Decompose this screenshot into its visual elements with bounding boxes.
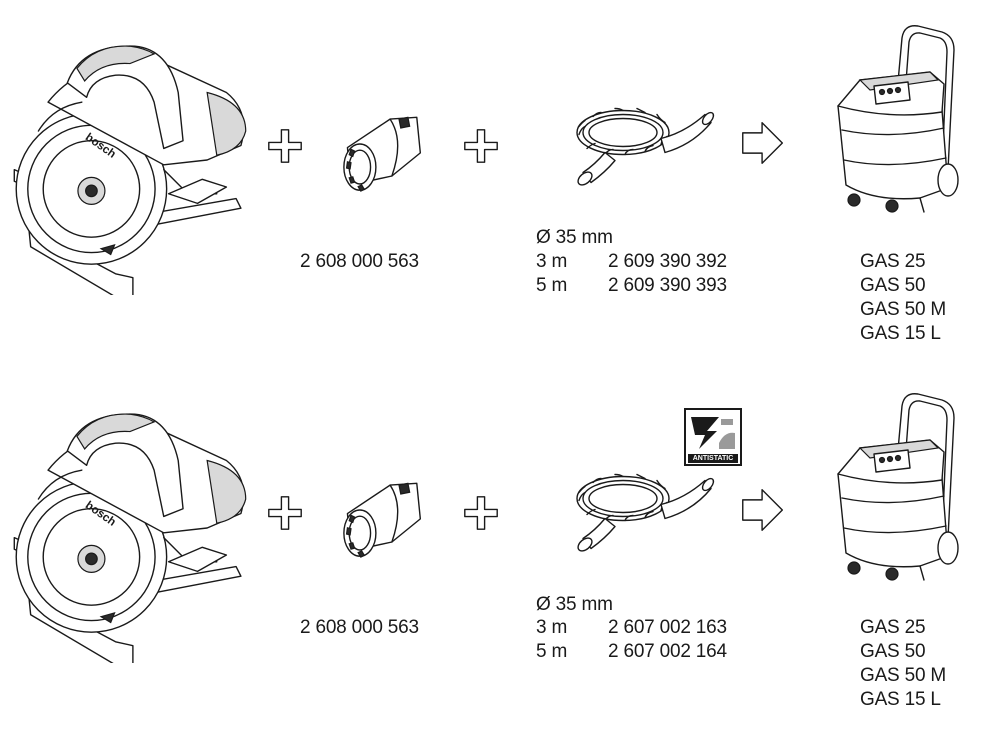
hose-length: 3 m — [536, 251, 568, 272]
extractor-model: GAS 50 — [860, 275, 926, 296]
vacuum-hose-image — [565, 466, 715, 561]
hose-part-number: 2 607 002 164 — [608, 641, 727, 662]
plus-icon — [463, 495, 499, 531]
hose-part-number: 2 609 390 392 — [608, 251, 727, 272]
dust-extractor-image — [830, 20, 970, 220]
extractor-model: GAS 25 — [860, 251, 926, 272]
adapter-part-number: 2 608 000 563 — [300, 251, 419, 272]
extractor-model: GAS 50 M — [860, 299, 947, 320]
plus-icon — [463, 128, 499, 164]
vacuum-hose-image — [565, 100, 715, 195]
hose-part-number: 2 609 390 393 — [608, 275, 727, 296]
adapter-part-number: 2 608 000 563 — [300, 617, 419, 638]
dust-adapter-image — [338, 478, 428, 558]
extractor-model: GAS 50 — [860, 641, 926, 662]
antistatic-badge: ANTISTATIC — [684, 408, 742, 466]
arrow-right-icon — [740, 487, 786, 533]
extractor-model: GAS 25 — [860, 617, 926, 638]
lightning-icon — [689, 413, 737, 451]
plus-icon — [267, 128, 303, 164]
hose-length: 5 m — [536, 641, 568, 662]
extractor-model: GAS 15 L — [860, 323, 941, 344]
hose-length: 3 m — [536, 617, 568, 638]
extractor-model: GAS 50 M — [860, 665, 947, 686]
hose-length: 5 m — [536, 275, 568, 296]
extractor-model: GAS 15 L — [860, 689, 941, 710]
hose-diameter: Ø 35 mm — [536, 594, 613, 615]
dust-extractor-image — [830, 388, 970, 588]
plus-icon — [267, 495, 303, 531]
arrow-right-icon — [740, 120, 786, 166]
circular-saw-image — [5, 393, 255, 663]
dust-adapter-image — [338, 112, 428, 192]
hose-part-number: 2 607 002 163 — [608, 617, 727, 638]
hose-diameter: Ø 35 mm — [536, 227, 613, 248]
circular-saw-image — [5, 25, 255, 295]
antistatic-label: ANTISTATIC — [688, 454, 738, 463]
